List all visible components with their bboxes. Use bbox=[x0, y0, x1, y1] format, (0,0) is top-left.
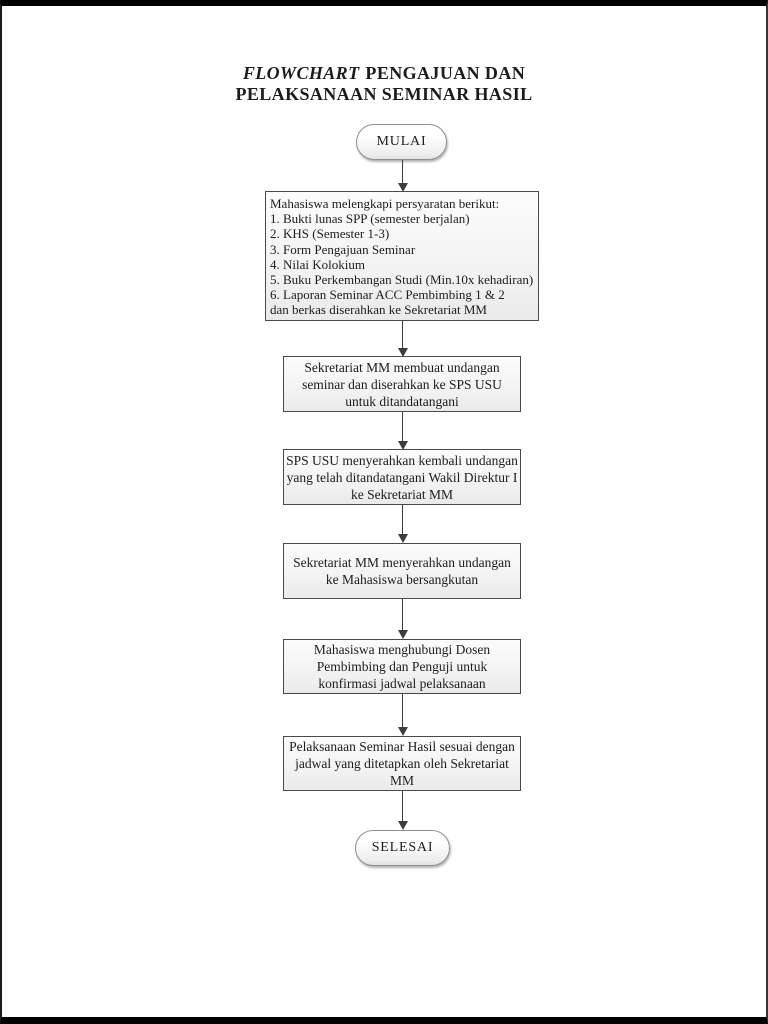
process-text-line: 3. Form Pengajuan Seminar bbox=[270, 241, 416, 257]
process-text-line: ke Sekretariat MM bbox=[351, 486, 453, 502]
end-terminator: SELESAI bbox=[355, 830, 450, 866]
flow-arrow bbox=[397, 412, 408, 450]
flow-arrow bbox=[397, 505, 408, 543]
process-box-deliver-invitation: Sekretariat MM menyerahkan undangan ke M… bbox=[283, 543, 521, 599]
process-text-line: 1. Bukti lunas SPP (semester berjalan) bbox=[270, 211, 470, 227]
process-text-line: seminar dan diserahkan ke SPS USU bbox=[302, 376, 502, 392]
process-box-return-invitation: SPS USU menyerahkan kembali undangan yan… bbox=[283, 449, 521, 505]
process-text-line: Pembimbing dan Penguji untuk bbox=[316, 659, 488, 674]
arrow-line bbox=[401, 505, 404, 534]
process-text-line: yang telah ditandatangani Wakil Direktur… bbox=[286, 469, 518, 485]
arrow-head-icon bbox=[397, 727, 408, 736]
arrow-head-icon bbox=[397, 348, 408, 357]
process-box-requirements: Mahasiswa melengkapi persyaratan berikut… bbox=[265, 191, 539, 321]
process-box-confirm-schedule: Mahasiswa menghubungi Dosen Pembimbing d… bbox=[283, 639, 521, 694]
process-text-line: 6. Laporan Seminar ACC Pembimbing 1 & 2 bbox=[270, 287, 505, 303]
start-terminator: MULAI bbox=[356, 124, 447, 160]
process-text-line: 2. KHS (Semester 1-3) bbox=[270, 226, 390, 242]
arrow-head-icon bbox=[397, 183, 408, 192]
process-text-line: untuk ditandatangani bbox=[345, 393, 459, 409]
title-line1-rest: PENGAJUAN DAN bbox=[365, 63, 526, 83]
arrow-head-icon bbox=[397, 441, 408, 450]
arrow-line bbox=[401, 412, 404, 441]
flow-arrow bbox=[397, 321, 408, 357]
process-text-line: Sekretariat MM menyerahkan undangan bbox=[293, 555, 511, 570]
process-text-line: SPS USU menyerahkan kembali undangan bbox=[286, 452, 518, 468]
process-text-line: dan berkas diserahkan ke Sekretariat MM bbox=[270, 302, 487, 318]
flow-arrow bbox=[397, 791, 408, 830]
title-flowchart-word: FLOWCHART bbox=[242, 63, 360, 83]
process-text-line: ke Mahasiswa bersangkutan bbox=[325, 572, 479, 587]
flow-arrow bbox=[397, 694, 408, 736]
process-text-line: jadwal yang ditetapkan oleh Sekretariat … bbox=[295, 756, 509, 788]
arrow-line bbox=[401, 791, 404, 821]
process-box-create-invitation: Sekretariat MM membuat undangan seminar … bbox=[283, 356, 521, 412]
flow-arrow bbox=[397, 599, 408, 639]
process-text-line: Mahasiswa menghubungi Dosen bbox=[313, 642, 491, 657]
arrow-line bbox=[401, 694, 404, 727]
process-text-line: konfirmasi jadwal pelaksanaan bbox=[318, 676, 486, 691]
arrow-line bbox=[401, 160, 404, 183]
arrow-head-icon bbox=[397, 821, 408, 830]
process-text-line: Sekretariat MM membuat undangan bbox=[304, 359, 500, 375]
arrow-head-icon bbox=[397, 534, 408, 543]
process-box-seminar-execution: Pelaksanaan Seminar Hasil sesuai dengan … bbox=[283, 736, 521, 791]
process-text-line: 4. Nilai Kolokium bbox=[270, 256, 365, 272]
arrow-head-icon bbox=[397, 630, 408, 639]
arrow-line bbox=[401, 599, 404, 630]
process-text-line: 5. Buku Perkembangan Studi (Min.10x keha… bbox=[270, 272, 534, 288]
arrow-line bbox=[401, 321, 404, 348]
process-text-line: Pelaksanaan Seminar Hasil sesuai dengan bbox=[289, 739, 515, 754]
process-text-line: Mahasiswa melengkapi persyaratan berikut… bbox=[270, 196, 500, 211]
flow-arrow bbox=[397, 160, 408, 192]
title-line2: PELAKSANAAN SEMINAR HASIL bbox=[235, 84, 533, 104]
